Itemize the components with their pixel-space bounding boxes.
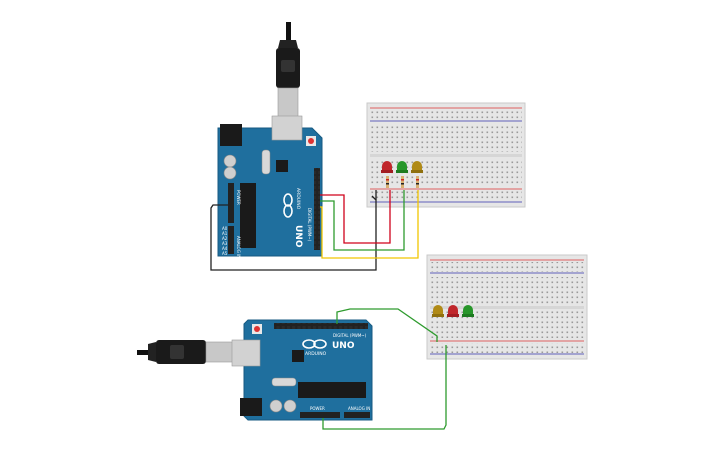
- arduino-logo-icon: [283, 193, 293, 218]
- power-header[interactable]: [300, 412, 340, 418]
- power-label: POWER: [310, 406, 325, 411]
- svg-text:A0: A0: [222, 226, 228, 231]
- wire-yellow[interactable]: [320, 190, 419, 259]
- wires-top: [210, 190, 419, 271]
- model-label: UNO: [293, 225, 303, 248]
- wires-bottom: [322, 308, 447, 430]
- svg-text:A3: A3: [222, 241, 228, 246]
- usb-cable-bottom: [137, 340, 237, 364]
- power-jack: [220, 124, 242, 146]
- analog-label: ANALOG IN: [236, 236, 241, 258]
- svg-text:A5: A5: [222, 251, 228, 256]
- digital-label: DIGITAL (PWM~): [307, 208, 312, 242]
- leds-bottom: [432, 305, 474, 317]
- crystal: [261, 149, 271, 175]
- wire-green[interactable]: [320, 190, 405, 251]
- green-led[interactable]: [462, 305, 474, 317]
- leds-top: [381, 161, 423, 173]
- resistor[interactable]: [386, 176, 389, 188]
- model-label: UNO: [332, 341, 355, 351]
- brand-label: ARDUINO: [295, 188, 301, 210]
- power-header[interactable]: [228, 183, 234, 223]
- power-jack: [240, 398, 262, 416]
- atmega-chip: [298, 382, 366, 398]
- arduino-logo-icon: [302, 339, 327, 349]
- brand-label: ARDUINO: [305, 351, 327, 357]
- atmega-chip: [240, 183, 256, 248]
- wire-red[interactable]: [320, 190, 391, 244]
- yellow-led[interactable]: [432, 305, 444, 317]
- usb-port: [271, 115, 303, 141]
- yellow-led[interactable]: [411, 161, 423, 173]
- red-led[interactable]: [381, 161, 393, 173]
- resistor[interactable]: [401, 176, 404, 188]
- svg-text:A2: A2: [222, 236, 228, 241]
- analog-pin-labels: A0 A1 A2 A3 A4 A5: [222, 226, 228, 256]
- resistor[interactable]: [416, 176, 419, 188]
- analog-label: ANALOG IN: [348, 406, 370, 411]
- analog-header[interactable]: [344, 412, 370, 418]
- red-led[interactable]: [447, 305, 459, 317]
- arduino-uno-top[interactable]: ARDUINO UNO DIGITAL (PWM~) ANALOG IN POW…: [217, 22, 323, 258]
- resistors-top: [386, 176, 419, 188]
- power-label: POWER: [236, 190, 241, 205]
- arduino-uno-bottom[interactable]: ARDUINO UNO DIGITAL (PWM~) ANALOG IN POW…: [137, 319, 373, 421]
- breadboard-top[interactable]: [366, 102, 526, 208]
- svg-text:A4: A4: [222, 246, 228, 251]
- analog-header[interactable]: [228, 226, 234, 254]
- wire-green[interactable]: [336, 308, 438, 342]
- digital-label: DIGITAL (PWM~): [333, 333, 367, 338]
- usb-cable-top: [276, 22, 300, 119]
- svg-text:A1: A1: [222, 231, 228, 236]
- wire-green[interactable]: [322, 345, 447, 430]
- green-led[interactable]: [396, 161, 408, 173]
- usb-port: [231, 339, 261, 367]
